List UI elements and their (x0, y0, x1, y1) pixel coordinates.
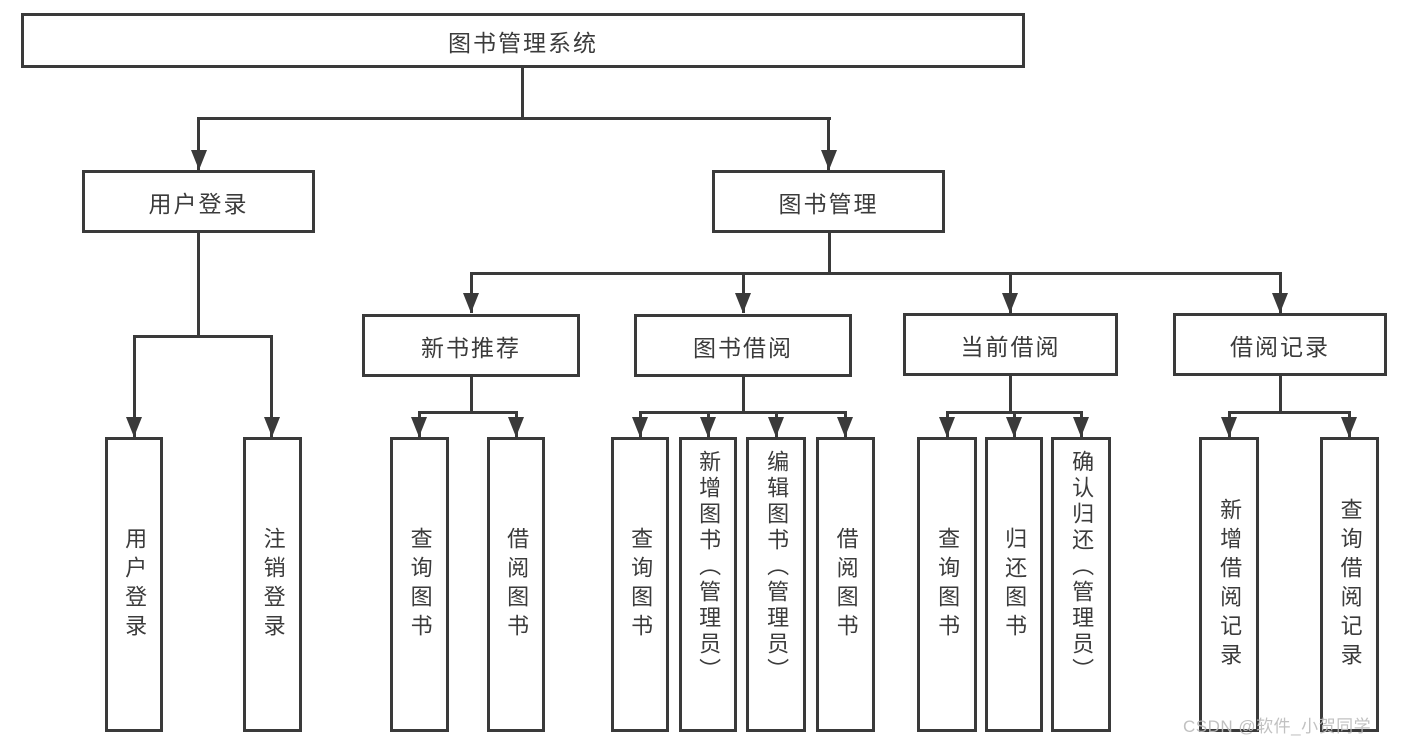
connector-userlogin-drop-1 (133, 335, 136, 437)
node-book-mgmt: 图书管理 (712, 170, 945, 233)
connector-bookmgmt-hline (470, 272, 1282, 275)
arrowhead-nbr-query (411, 417, 427, 437)
leaf-bb-borrow-books: 借阅图书 (816, 437, 875, 732)
leaf-nbr-query-books-label: 查询图书 (407, 526, 433, 643)
arrowhead-bb-query (632, 417, 648, 437)
leaf-br-add-record-label: 新增借阅记录 (1217, 497, 1243, 672)
leaf-user-login-label: 用户登录 (122, 526, 148, 643)
node-root-label: 图书管理系统 (448, 29, 598, 56)
node-user-login: 用户登录 (82, 170, 315, 233)
leaf-br-query-record: 查询借阅记录 (1320, 437, 1379, 732)
arrowhead-leaf-logout (264, 417, 280, 437)
connector-nbr-hline (418, 411, 518, 414)
arrowhead-bb-edit (768, 417, 784, 437)
arrowhead-cb-query (939, 417, 955, 437)
leaf-br-query-record-label: 查询借阅记录 (1337, 497, 1363, 672)
leaf-br-add-record: 新增借阅记录 (1199, 437, 1259, 732)
leaf-cb-query-books-label: 查询图书 (935, 526, 961, 643)
node-book-borrow: 图书借阅 (634, 314, 852, 377)
arrowhead-book-mgmt (821, 150, 837, 170)
connector-br-vline (1279, 376, 1282, 411)
node-new-book-rec-label: 新书推荐 (421, 334, 521, 361)
leaf-bb-edit-books-admin-label: 编辑图书（管理员） (764, 450, 790, 684)
leaf-cb-confirm-return-admin-label: 确认归还（管理员） (1069, 450, 1095, 684)
node-current-borrow: 当前借阅 (903, 313, 1118, 376)
node-root: 图书管理系统 (21, 13, 1025, 68)
leaf-bb-add-books-admin-label: 新增图书（管理员） (696, 450, 722, 684)
connector-bookmgmt-vline (828, 233, 831, 272)
leaf-bb-edit-books-admin: 编辑图书（管理员） (746, 437, 806, 732)
arrowhead-cb-confirm (1073, 417, 1089, 437)
connector-root-drop-left (197, 117, 200, 170)
connector-userlogin-hline (133, 335, 273, 338)
node-borrow-records: 借阅记录 (1173, 313, 1387, 376)
leaf-cb-return-books: 归还图书 (985, 437, 1043, 732)
node-borrow-records-label: 借阅记录 (1230, 333, 1330, 360)
node-book-borrow-label: 图书借阅 (693, 334, 793, 361)
arrowhead-bb-add (700, 417, 716, 437)
arrowhead-br-add (1221, 417, 1237, 437)
connector-root-vline (521, 68, 524, 117)
node-current-borrow-label: 当前借阅 (960, 333, 1061, 360)
leaf-cb-confirm-return-admin: 确认归还（管理员） (1051, 437, 1111, 732)
leaf-logout-label: 注销登录 (260, 526, 286, 643)
node-new-book-rec: 新书推荐 (362, 314, 580, 377)
leaf-cb-return-books-label: 归还图书 (1002, 526, 1028, 643)
leaf-bb-query-books: 查询图书 (611, 437, 669, 732)
arrowhead-cb-return (1006, 417, 1022, 437)
connector-root-drop-right (827, 117, 830, 170)
connector-bb-vline (742, 377, 745, 411)
arrowhead-nbr-borrow (508, 417, 524, 437)
arrowhead-bb-borrow (837, 417, 853, 437)
connector-userlogin-vline (197, 233, 200, 335)
connector-br-hline (1228, 411, 1350, 414)
connector-bookmgmt-drop-4 (1279, 272, 1282, 313)
arrowhead-leaf-login (126, 417, 142, 437)
connector-bookmgmt-drop-3 (1009, 272, 1012, 313)
leaf-logout: 注销登录 (243, 437, 302, 732)
csdn-watermark: CSDN @软件_小贺同学 (1183, 717, 1372, 736)
arrowhead-br-query (1341, 417, 1357, 437)
connector-root-hline (197, 117, 831, 120)
node-user-login-label: 用户登录 (148, 190, 249, 217)
leaf-cb-query-books: 查询图书 (917, 437, 977, 732)
connector-nbr-vline (470, 377, 473, 411)
connector-cb-vline (1009, 376, 1012, 411)
connector-userlogin-drop-2 (270, 335, 273, 437)
connector-bb-hline (639, 411, 846, 414)
leaf-nbr-borrow-books-label: 借阅图书 (504, 526, 530, 643)
connector-bookmgmt-drop-2 (742, 272, 745, 313)
leaf-bb-borrow-books-label: 借阅图书 (833, 526, 859, 643)
arrowhead-user-login (191, 150, 207, 170)
leaf-nbr-query-books: 查询图书 (390, 437, 449, 732)
arrowhead-book-borrow (735, 293, 751, 313)
arrowhead-new-book-rec (463, 293, 479, 313)
leaf-bb-add-books-admin: 新增图书（管理员） (679, 437, 737, 732)
leaf-nbr-borrow-books: 借阅图书 (487, 437, 545, 732)
connector-bookmgmt-drop-1 (470, 272, 473, 313)
leaf-bb-query-books-label: 查询图书 (628, 526, 654, 643)
node-book-mgmt-label: 图书管理 (778, 190, 879, 217)
leaf-user-login: 用户登录 (105, 437, 163, 732)
arrowhead-borrow-records (1272, 293, 1288, 313)
arrowhead-current-borrow (1002, 293, 1018, 313)
